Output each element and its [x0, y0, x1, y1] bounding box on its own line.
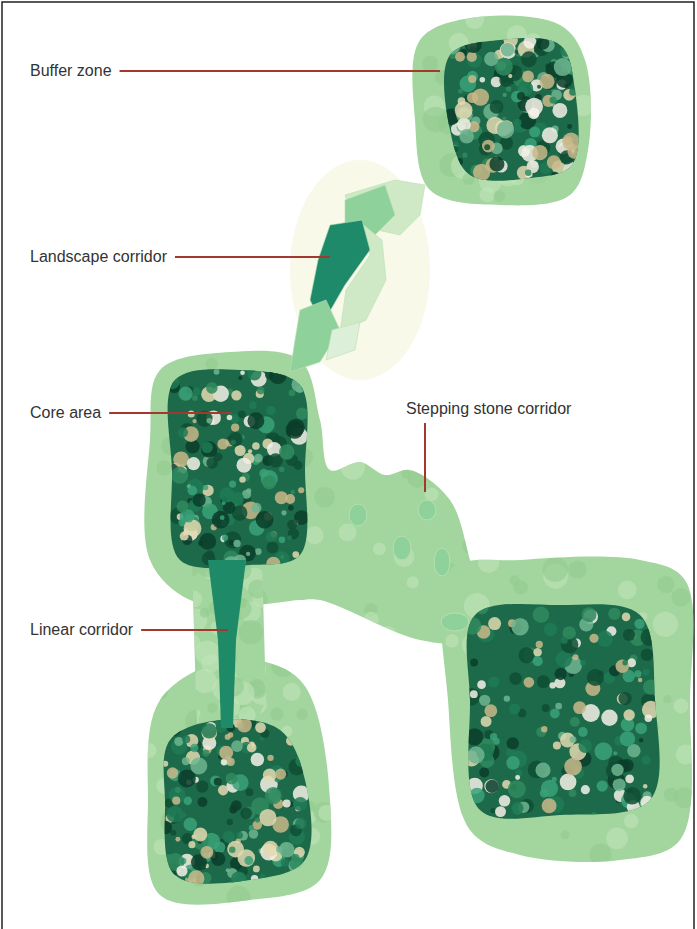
leader-line: [424, 423, 426, 492]
buffer-texture: [422, 10, 594, 202]
buffer-zone: [144, 351, 480, 644]
label-holder: Core area: [30, 403, 101, 423]
stepping-stone: [434, 548, 450, 576]
core-area: [168, 369, 308, 568]
label-holder: Landscape corridor: [30, 247, 167, 267]
core-texture: [443, 33, 582, 181]
buffer-texture: [184, 552, 273, 741]
core-area: [444, 38, 579, 181]
corridor-glow: [290, 160, 430, 380]
core-texture: [159, 714, 314, 887]
label-holder: Buffer zone: [30, 61, 112, 81]
buffer-texture: [142, 650, 341, 910]
buffer-zone: [147, 659, 331, 904]
core-texture: [462, 600, 659, 817]
buffer-texture: [445, 551, 696, 865]
label-holder: Stepping stone corridor: [406, 399, 571, 419]
part-label: Core area: [30, 403, 101, 423]
label-holder: Linear corridor: [30, 620, 133, 640]
stepping-stone: [349, 504, 367, 526]
buffer-zone: [192, 560, 266, 735]
landscape-corridor: [326, 322, 360, 360]
core-area: [467, 604, 660, 819]
leader-line: [120, 70, 440, 72]
part-label: Landscape corridor: [30, 247, 167, 267]
leader-line: [141, 629, 228, 631]
leader-line: [175, 256, 330, 258]
part-label: Linear corridor: [30, 620, 133, 640]
core-area: [164, 719, 312, 883]
leader-line: [109, 412, 232, 414]
stepping-stone: [418, 500, 436, 520]
core-texture: [165, 365, 309, 573]
buffer-zone: [440, 557, 693, 862]
part-label: Buffer zone: [30, 61, 112, 81]
stepping-stone: [441, 613, 469, 631]
linear-corridor: [208, 560, 246, 728]
stepping-stone: [393, 536, 411, 560]
part-label: Stepping stone corridor: [406, 399, 571, 419]
buffer-zone: [412, 15, 591, 205]
